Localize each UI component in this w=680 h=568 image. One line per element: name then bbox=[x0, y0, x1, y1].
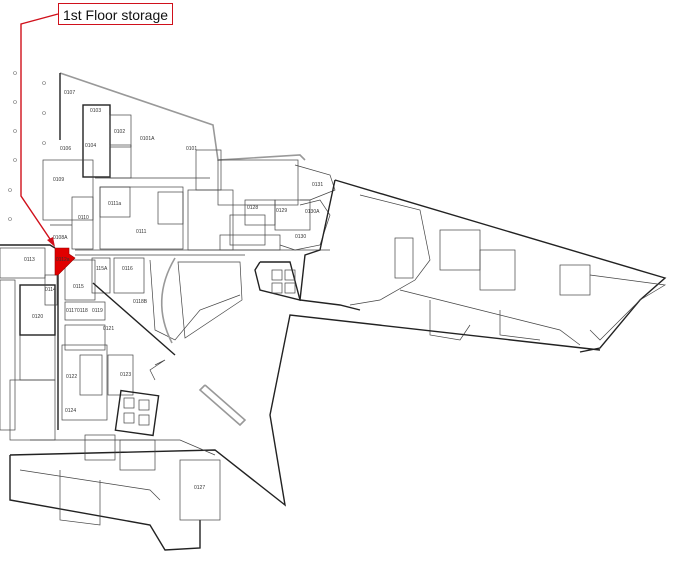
room-label: 0117 bbox=[66, 308, 77, 314]
room-label: 0101 bbox=[186, 146, 197, 152]
room-label: 0122 bbox=[66, 374, 77, 380]
room-label: 0115 bbox=[73, 284, 84, 290]
room-label: 0116 bbox=[122, 266, 133, 272]
room-label: 0108A bbox=[53, 235, 68, 241]
highlighted-room-0112a[interactable] bbox=[54, 247, 76, 276]
room-label: 115A bbox=[96, 266, 108, 272]
room-label: 0112a bbox=[56, 257, 70, 263]
room-label: 0131 bbox=[312, 182, 323, 188]
east-wing bbox=[299, 179, 667, 353]
stair-lift-cores bbox=[114, 261, 301, 437]
room-label: 0130A bbox=[305, 209, 320, 215]
west-wing bbox=[0, 244, 330, 431]
room-label: 0113 bbox=[24, 257, 35, 263]
room-label: 0111a bbox=[108, 201, 121, 207]
room-label: 0110 bbox=[78, 215, 89, 221]
room-label: 0118B bbox=[133, 299, 148, 305]
room-label: 0106 bbox=[60, 146, 71, 152]
room-label: 0119 bbox=[92, 308, 103, 314]
room-label: 0123 bbox=[120, 372, 131, 378]
room-label: 0111 bbox=[136, 229, 147, 235]
room-label: 0102 bbox=[114, 129, 125, 135]
room-label: 0109 bbox=[53, 177, 64, 183]
room-label: 0114 bbox=[45, 287, 56, 293]
callout-leader-line bbox=[20, 13, 59, 247]
room-label: 0130 bbox=[295, 234, 306, 240]
room-label: 0118 bbox=[77, 308, 88, 314]
callout-label: 1st Floor storage bbox=[58, 3, 173, 25]
room-label: 0103 bbox=[90, 108, 101, 114]
north-wing bbox=[42, 72, 336, 251]
column-markers bbox=[8, 71, 46, 221]
room-label: 0127 bbox=[194, 485, 205, 491]
room-label: 0107 bbox=[64, 90, 75, 96]
room-label: 0120 bbox=[32, 314, 43, 320]
room-label: 0128 bbox=[247, 205, 258, 211]
room-label: 0104 bbox=[85, 143, 96, 149]
room-label: 0101A bbox=[140, 136, 155, 142]
arrowhead-icon bbox=[47, 237, 55, 247]
room-label: 0124 bbox=[65, 408, 76, 414]
room-label: 0121 bbox=[103, 326, 114, 332]
room-label: 0129 bbox=[276, 208, 287, 214]
south-wing bbox=[9, 314, 601, 551]
room-labels: 0107 0103 0102 0104 0101A 0101 0106 0109… bbox=[24, 90, 323, 491]
